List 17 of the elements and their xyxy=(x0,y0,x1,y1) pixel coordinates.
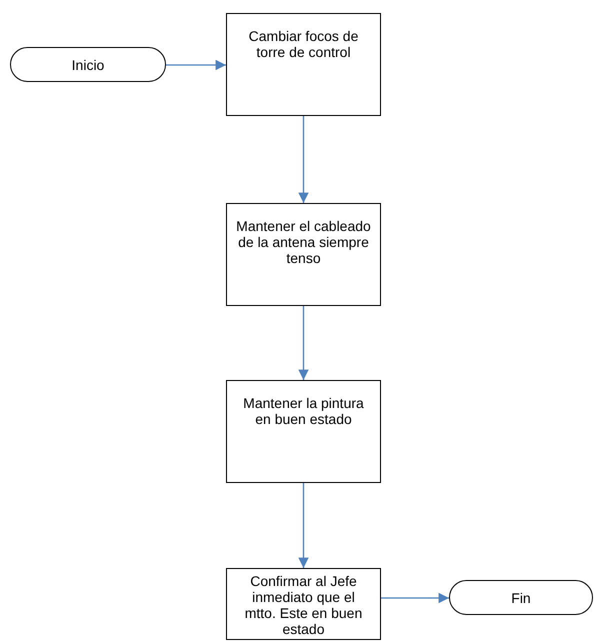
node-label: Confirmar al Jefe inmediato que el mtto. Este en buen estado xyxy=(244,573,364,637)
process-box xyxy=(226,568,381,640)
node-label: Mantener el cableado de la antena siempre tenso xyxy=(235,218,372,266)
process-box xyxy=(226,380,381,483)
arrow xyxy=(298,116,309,203)
node-label: Inicio xyxy=(72,56,104,72)
node-label: Fin xyxy=(511,590,531,606)
arrow xyxy=(298,483,309,568)
terminal-pill xyxy=(449,580,593,615)
arrow xyxy=(166,60,226,70)
node-label: Cambiar focos de torre de control xyxy=(248,28,360,60)
arrow xyxy=(381,592,449,604)
process-box xyxy=(226,13,381,116)
node-label: Mantener la pintura en buen estado xyxy=(242,395,365,427)
arrow xyxy=(298,306,309,380)
terminal-pill xyxy=(10,47,166,82)
process-box xyxy=(226,203,381,306)
